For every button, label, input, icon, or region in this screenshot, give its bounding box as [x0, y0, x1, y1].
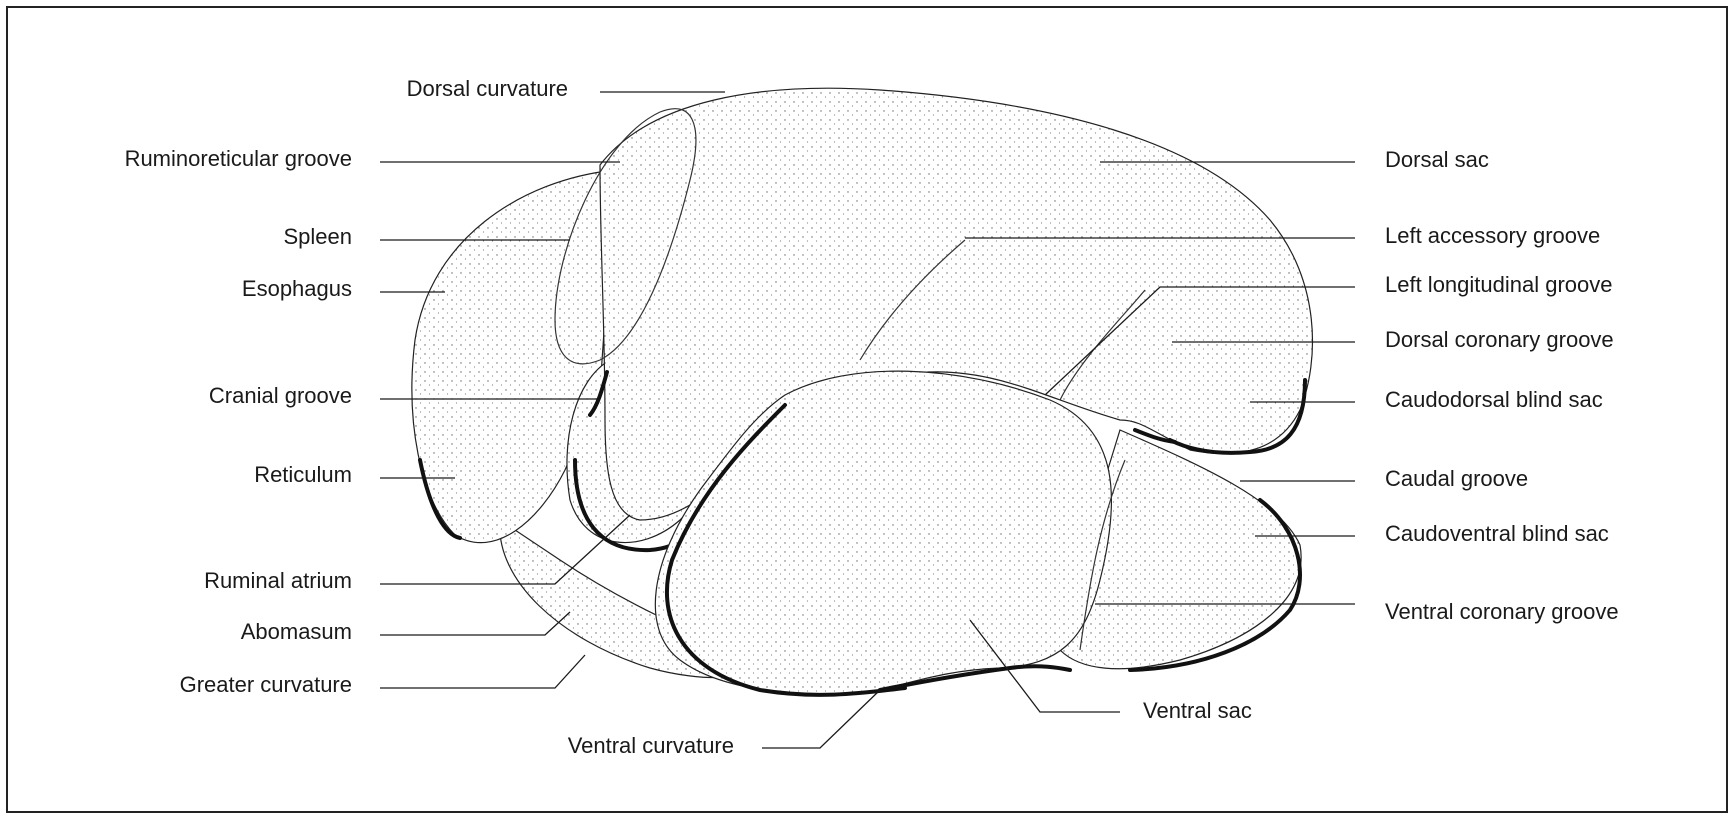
label-spleen: Spleen — [283, 224, 352, 249]
label-caudal-groove: Caudal groove — [1385, 466, 1528, 491]
label-ruminoreticular-groove: Ruminoreticular groove — [125, 146, 352, 171]
label-esophagus: Esophagus — [242, 276, 352, 301]
label-abomasum: Abomasum — [241, 619, 352, 644]
label-ventral-coronary-groove: Ventral coronary groove — [1385, 599, 1619, 624]
label-caudodorsal-blind-sac: Caudodorsal blind sac — [1385, 387, 1603, 412]
leader-abomasum — [380, 612, 570, 635]
label-ruminal-atrium: Ruminal atrium — [204, 568, 352, 593]
label-dorsal-coronary-groove: Dorsal coronary groove — [1385, 327, 1614, 352]
leader-greater-curvature — [380, 655, 585, 688]
label-ventral-sac: Ventral sac — [1143, 698, 1252, 723]
label-caudoventral-blind-sac: Caudoventral blind sac — [1385, 521, 1609, 546]
label-reticulum: Reticulum — [254, 462, 352, 487]
leader-ventral-curvature — [762, 690, 880, 748]
label-greater-curvature: Greater curvature — [180, 672, 352, 697]
label-ventral-curvature: Ventral curvature — [568, 733, 734, 758]
label-cranial-groove: Cranial groove — [209, 383, 352, 408]
label-dorsal-sac: Dorsal sac — [1385, 147, 1489, 172]
label-left-longitudinal-groove: Left longitudinal groove — [1385, 272, 1613, 297]
label-dorsal-curvature: Dorsal curvature — [407, 76, 568, 101]
label-left-accessory-groove: Left accessory groove — [1385, 223, 1600, 248]
